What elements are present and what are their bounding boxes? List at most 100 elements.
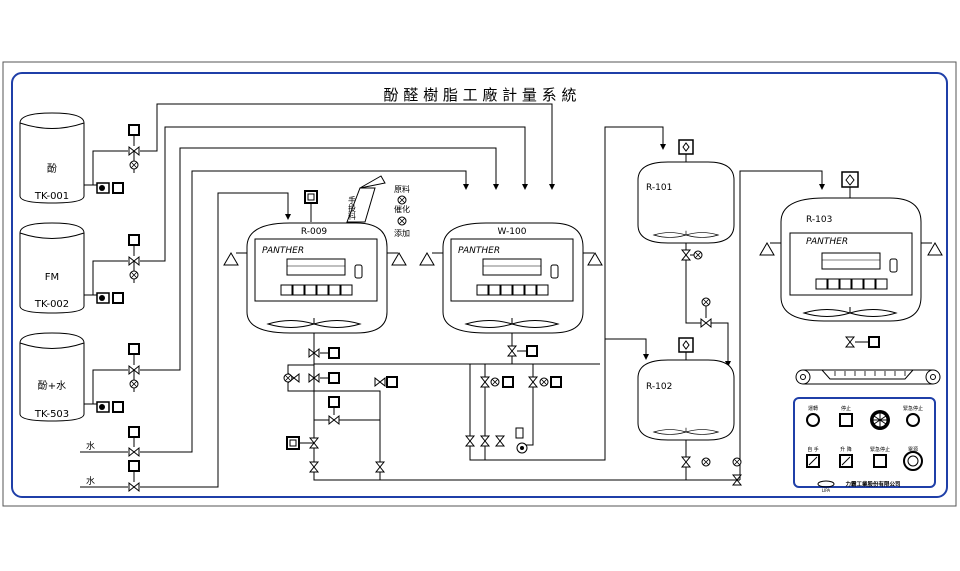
valve-icon[interactable] <box>480 376 490 388</box>
valve-actuator-icon[interactable] <box>128 426 140 438</box>
gauge-icon <box>397 195 407 205</box>
start-button[interactable] <box>806 413 820 427</box>
reactor-r-101[interactable]: R-101 <box>637 161 735 244</box>
reset-button[interactable] <box>873 454 887 468</box>
valve-icon[interactable] <box>495 435 505 447</box>
power-switch[interactable] <box>903 451 923 471</box>
control-label: 緊急停止 <box>903 405 923 412</box>
valve-actuator-icon[interactable] <box>328 372 340 384</box>
agitator-motor-icon[interactable] <box>304 190 318 204</box>
valve-actuator-icon[interactable] <box>550 376 562 388</box>
up-down-selector-switch[interactable] <box>839 454 853 468</box>
control-label: 自 手 <box>807 446 819 453</box>
panel-brand-label: PANTHER <box>262 246 304 256</box>
flow-meter-icon <box>129 379 139 389</box>
motor-starter-icon[interactable] <box>112 401 124 413</box>
valve-icon[interactable] <box>375 461 385 473</box>
agitator-motor-icon[interactable] <box>678 139 694 162</box>
reactor-r-103[interactable]: R-103 PANTHER <box>759 197 943 322</box>
valve-icon[interactable] <box>700 318 712 328</box>
flow-meter-icon <box>129 160 139 170</box>
panel-brand-label: PANTHER <box>806 237 848 247</box>
svg-text:LIPA: LIPA <box>822 488 831 493</box>
fan-icon[interactable] <box>870 410 890 430</box>
water-piping <box>80 451 128 488</box>
flow-meter-icon <box>693 250 703 260</box>
tank-tk-002[interactable]: FM TK-002 <box>19 222 85 314</box>
flow-meter-icon <box>732 457 742 467</box>
stop-button[interactable] <box>839 413 853 427</box>
valve-icon[interactable] <box>480 435 490 447</box>
water-line-label: 水 <box>86 475 95 487</box>
valve-icon[interactable] <box>681 456 691 468</box>
valve-icon[interactable] <box>374 377 386 387</box>
valve-icon[interactable] <box>681 249 691 261</box>
valve-icon[interactable] <box>128 447 140 457</box>
valve-icon[interactable] <box>328 415 340 425</box>
valve-icon[interactable] <box>465 435 475 447</box>
valve-actuator-icon[interactable] <box>868 336 880 348</box>
gauge-icon <box>397 216 407 226</box>
outer-border <box>2 61 957 507</box>
valve-actuator-icon[interactable] <box>128 124 140 136</box>
flow-meter-icon <box>490 377 500 387</box>
valve-icon[interactable] <box>528 376 538 388</box>
motor-starter-icon[interactable] <box>112 292 124 304</box>
conveyor-belt[interactable] <box>795 369 941 385</box>
agitator-motor-icon[interactable] <box>678 337 694 360</box>
water-line-label: 水 <box>86 440 95 452</box>
valve-actuator-icon[interactable] <box>128 460 140 472</box>
company-name: 力霸工業股份有限公司 <box>845 480 900 488</box>
valve-icon[interactable] <box>309 461 319 473</box>
control-label: 停止 <box>841 405 851 412</box>
valve-actuator-icon[interactable] <box>128 343 140 355</box>
valve-actuator-icon[interactable] <box>286 436 300 450</box>
tank-id-label: TK-002 <box>34 299 69 310</box>
reactor-id-label: R-009 <box>301 227 328 237</box>
motor-starter-icon[interactable] <box>112 182 124 194</box>
valve-actuator-icon[interactable] <box>386 376 398 388</box>
diagram-title: 酚 醛 樹 脂 工 廠 計 量 系 統 <box>384 86 577 104</box>
tank-tk-001[interactable]: 酚 TK-001 <box>19 112 85 204</box>
flow-meter-icon <box>539 377 549 387</box>
valve-icon[interactable] <box>507 345 517 357</box>
reactor-id-label: R-102 <box>646 382 672 392</box>
hopper-label: 手投料 <box>348 195 357 221</box>
agitator-motor-icon[interactable] <box>841 171 859 198</box>
pump-icon[interactable] <box>96 182 110 194</box>
valve-actuator-icon[interactable] <box>502 376 514 388</box>
pump-icon[interactable] <box>96 292 110 304</box>
reactor-r-009[interactable]: R-009 PANTHER <box>223 222 407 334</box>
inner-border <box>11 72 948 498</box>
flow-meter-icon <box>701 457 711 467</box>
control-label: 運轉 <box>808 405 818 412</box>
flow-meter-icon <box>129 270 139 280</box>
reactor-id-label: R-103 <box>806 215 832 225</box>
valve-actuator-icon[interactable] <box>328 347 340 359</box>
control-panel: 運轉 停止 緊急停止 自 手 升 降 緊急停止 電源 <box>793 397 936 493</box>
feed-lines <box>140 103 553 488</box>
reactor-w-100[interactable]: W-100 PANTHER <box>419 222 603 334</box>
valve-icon[interactable] <box>845 336 855 348</box>
tank-content-label: FM <box>45 272 59 283</box>
pump-icon[interactable] <box>96 401 110 413</box>
hopper-label: 催化 <box>394 204 410 214</box>
tank-id-label: TK-503 <box>34 409 69 420</box>
flow-arrows <box>285 184 555 220</box>
mode-selector-switch[interactable] <box>806 454 820 468</box>
manual-feed-hopper[interactable]: 手投料 原料 催化 添加 <box>346 175 410 238</box>
panel-brand-label: PANTHER <box>458 246 500 256</box>
flow-meter-icon <box>283 373 293 383</box>
reactor-id-label: R-101 <box>646 183 672 193</box>
valve-actuator-icon[interactable] <box>328 396 340 408</box>
reactor-r-102[interactable]: R-102 <box>637 359 735 441</box>
valve-actuator-icon[interactable] <box>128 234 140 246</box>
transfer-pump-icon[interactable] <box>515 427 528 454</box>
valve-icon[interactable] <box>128 482 140 492</box>
hopper-label: 原料 <box>394 184 410 194</box>
valve-actuator-icon[interactable] <box>526 345 538 357</box>
reactor-id-label: W-100 <box>498 227 527 237</box>
emergency-stop-button[interactable] <box>906 413 920 427</box>
tank-tk-503[interactable]: 酚+水 TK-503 <box>19 332 85 422</box>
control-label: 升 降 <box>840 446 852 453</box>
